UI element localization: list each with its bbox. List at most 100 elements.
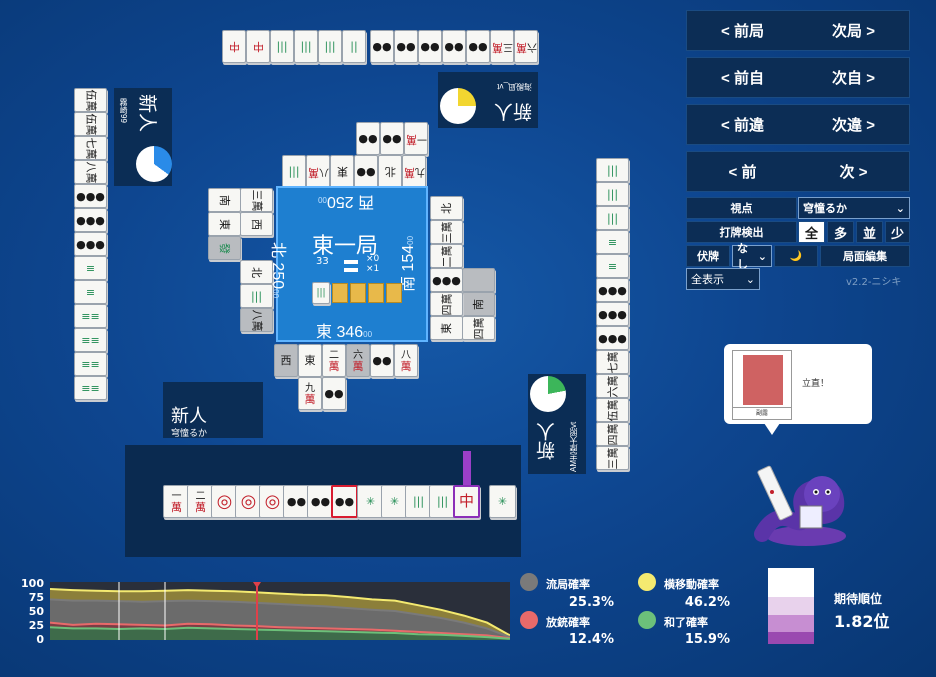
hand-tile[interactable]: ||| <box>405 485 432 518</box>
houju-label: 放銃確率 <box>546 616 590 629</box>
right-player-rank: 新人 <box>537 422 558 460</box>
hand-tile[interactable]: ◎ <box>211 485 238 518</box>
detect-option-all[interactable]: 全 <box>798 221 825 243</box>
left-player-pie <box>136 146 172 182</box>
tile: ●●● <box>596 326 629 350</box>
tile: || <box>342 30 366 63</box>
left-player-panel: 新人 霧崎99 <box>114 88 172 186</box>
tile: ●● <box>466 30 490 63</box>
seat-left-score: 250 <box>269 262 287 290</box>
tile: 東 <box>430 316 463 340</box>
tile: 二萬 <box>430 244 463 268</box>
hidden-value: なし <box>737 242 748 271</box>
tile: ||| <box>240 284 273 308</box>
riichi-icon <box>344 268 358 272</box>
hand-tile[interactable]: ●● <box>307 485 334 518</box>
prev-button[interactable]: < 前 <box>728 164 757 181</box>
yoko-value: 46.2% <box>684 595 730 610</box>
tile: 北 <box>240 260 273 284</box>
tile: ≡ <box>74 280 107 304</box>
diff-nav: < 前違 次違 > <box>686 104 910 145</box>
display-value: 全表示 <box>691 273 724 286</box>
hand-tile-riichi[interactable]: 中 <box>453 485 480 518</box>
bubble-text: 立直！ <box>802 379 830 389</box>
honba-icon <box>344 260 358 264</box>
y-tick-label: 75 <box>28 591 44 604</box>
right-player-name: AM志摩大照vt <box>569 421 578 472</box>
tile: 北 <box>378 155 402 188</box>
hand-tile[interactable]: ✳ <box>357 485 384 518</box>
tile: 北 <box>430 196 463 220</box>
seat-bottom: 東 34600 <box>316 318 372 342</box>
current-position-pointer <box>253 582 261 588</box>
next-diff-button[interactable]: 次違 > <box>832 117 875 134</box>
speech-bubble: 副露 立直！ <box>724 344 872 435</box>
y-tick-label: 25 <box>28 619 44 632</box>
hora-value: 15.9% <box>684 632 730 647</box>
edit-board-button[interactable]: 局面編集 <box>820 245 910 267</box>
hand-tile[interactable]: ◎ <box>259 485 286 518</box>
hand-tile[interactable]: ✳ <box>381 485 408 518</box>
hand-tile[interactable]: ●● <box>283 485 310 518</box>
probability-chart[interactable] <box>50 582 510 640</box>
tile: 三萬 <box>430 220 463 244</box>
tile: 八萬 <box>74 160 107 184</box>
detect-option-few[interactable]: 少 <box>885 221 910 243</box>
tile: 九萬 <box>402 155 426 188</box>
tile: 四萬 <box>462 316 495 340</box>
expected-rank-bar <box>768 568 814 644</box>
tile: ||| <box>596 182 629 206</box>
y-tick-label: 100 <box>21 577 44 590</box>
top-player-name: 海殿凪_vt <box>497 82 532 91</box>
detect-option-normal[interactable]: 並 <box>856 221 883 243</box>
tile: 六萬 <box>514 30 538 63</box>
self-player-rank: 新人 <box>171 406 207 426</box>
hand-tile[interactable]: 二萬 <box>187 485 214 518</box>
seat-bottom-wind: 東 <box>316 324 333 341</box>
viewpoint-select[interactable]: 穹憧るか ⌄ <box>798 197 910 219</box>
tile: 六萬 <box>596 374 629 398</box>
chevron-down-icon: ⌄ <box>745 272 755 286</box>
hidden-select[interactable]: なし ⌄ <box>732 242 772 271</box>
hand-tile[interactable]: ||| <box>429 485 456 518</box>
self-nav: < 前自 次自 > <box>686 57 910 98</box>
tile: 中 <box>222 30 246 63</box>
moon-icon[interactable]: 🌙 <box>774 245 818 267</box>
detect-option-many[interactable]: 多 <box>827 221 854 243</box>
tile: ≡≡ <box>74 328 107 352</box>
remaining-count: 33 <box>316 256 329 267</box>
tile: ||| <box>270 30 294 63</box>
hidden-label: 伏牌 <box>686 245 730 267</box>
hand-tile[interactable]: ◎ <box>235 485 262 518</box>
next-button[interactable]: 次 > <box>839 164 868 181</box>
tile: ●● <box>354 155 378 188</box>
hand-tile[interactable]: 一萬 <box>163 485 190 518</box>
hora-label: 和了確率 <box>664 616 708 629</box>
riichi-count: ×1 <box>366 264 380 274</box>
right-player-panel: 新人 AM志摩大照vt <box>528 374 586 474</box>
detect-row: 打牌検出 全 多 並 少 <box>686 221 910 243</box>
tile: ●●● <box>74 208 107 232</box>
tile: 三萬 <box>596 446 629 470</box>
ryukyoku-dot <box>520 573 538 591</box>
next-self-button[interactable]: 次自 > <box>832 70 875 87</box>
prev-diff-button[interactable]: < 前違 <box>721 117 764 134</box>
hand-tile-selected[interactable]: ●● <box>331 485 358 518</box>
left-player-name: 霧崎99 <box>119 98 128 123</box>
top-player-rank: 新人 <box>493 100 532 121</box>
bubble-bar-frame: 副露 <box>732 350 792 420</box>
prev-self-button[interactable]: < 前自 <box>721 70 764 87</box>
dead-wall <box>332 283 402 303</box>
seat-top-sub: 00 <box>318 195 327 204</box>
display-select[interactable]: 全表示 ⌄ <box>686 268 760 290</box>
prev-round-button[interactable]: < 前局 <box>721 23 764 40</box>
tile: 西 <box>240 212 273 236</box>
tile: ●● <box>394 30 418 63</box>
next-round-button[interactable]: 次局 > <box>832 23 875 40</box>
tile: 一萬 <box>404 122 428 155</box>
tile: ||| <box>596 206 629 230</box>
tile: 南 <box>462 292 495 316</box>
tile: ●● <box>418 30 442 63</box>
tile: 東 <box>208 212 241 236</box>
drawn-tile[interactable]: ✳ <box>489 485 516 518</box>
